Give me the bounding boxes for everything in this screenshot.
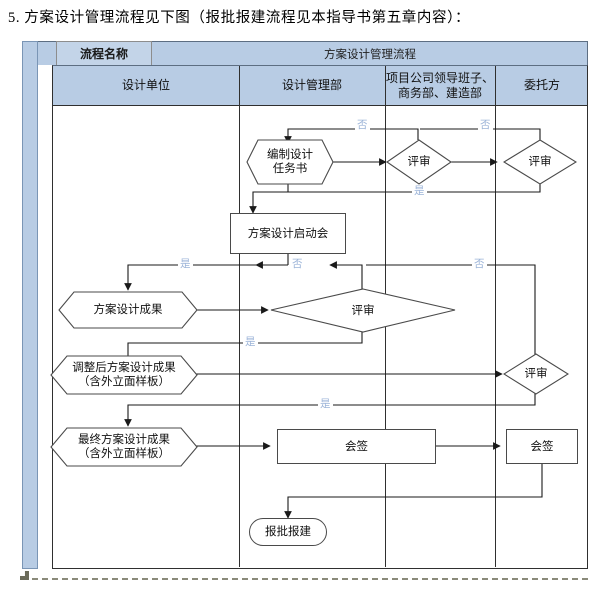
node-label: 最终方案设计成果 （含外立面样板） [78, 434, 170, 460]
edge-label-no-1: 否 [355, 119, 370, 131]
node-label: 方案设计成果 [93, 304, 163, 316]
node-approval-filing[interactable]: 报批报建 [249, 518, 327, 546]
diamond-shape [503, 139, 577, 185]
node-scheme-deliverable[interactable]: 方案设计成果 [58, 291, 198, 329]
node-label: 评审 [528, 156, 552, 168]
process-name-value: 方案设计管理流程 [324, 49, 416, 61]
node-label: 调整后方案设计成果 （含外立面样板） [72, 362, 176, 388]
edge-label-no-4: 否 [472, 258, 487, 270]
edge-label-yes-2: 是 [178, 258, 193, 270]
edge-label-yes-1: 是 [412, 185, 427, 197]
table-title-row: 流程名称 方案设计管理流程 [38, 41, 588, 66]
edge-label-yes-3: 是 [243, 336, 258, 348]
table-left-gutter [22, 41, 38, 569]
diamond-shape [386, 139, 452, 185]
node-label: 评审 [524, 368, 548, 380]
edge-label-no-3: 否 [290, 258, 305, 270]
lane-header-client: 委托方 [523, 78, 560, 92]
node-label: 评审 [351, 304, 375, 317]
hexagon-shape [50, 427, 198, 467]
node-label: 编制设计 任务书 [267, 149, 313, 175]
node-kickoff-meeting[interactable]: 方案设计启动会 [230, 213, 346, 254]
lane-header-project-leadership: 项目公司领导班子、 商务部、建造部 [385, 70, 494, 100]
edge-label-no-2: 否 [478, 119, 493, 131]
node-compile-design-brief[interactable]: 编制设计 任务书 [246, 139, 334, 185]
node-label: 评审 [407, 156, 431, 168]
node-review-client-1[interactable]: 评审 [503, 139, 577, 185]
intro-paragraph: 5. 方案设计管理流程见下图（报批报建流程见本指导书第五章内容）： [8, 10, 471, 26]
page-break-corner-marker [20, 571, 29, 580]
lane-divider-2 [385, 66, 386, 105]
node-final-scheme-deliverable[interactable]: 最终方案设计成果 （含外立面样板） [50, 427, 198, 467]
node-review-client-2[interactable]: 评审 [503, 353, 569, 395]
process-name-label: 流程名称 [56, 41, 152, 66]
node-review-design-mgmt[interactable]: 评审 [270, 288, 456, 333]
edge-label-yes-4: 是 [318, 398, 333, 410]
node-countersign-client[interactable]: 会签 [506, 429, 578, 464]
hexagon-shape [50, 355, 198, 395]
diamond-shape [270, 288, 456, 333]
lane-header-design-mgmt: 设计管理部 [281, 78, 342, 92]
node-review-leadership[interactable]: 评审 [386, 139, 452, 185]
lane-divider-1 [239, 66, 240, 105]
hexagon-shape [58, 291, 198, 329]
lane-header-design-unit: 设计单位 [121, 78, 170, 92]
lane-divider-3 [495, 66, 496, 105]
node-adjusted-scheme-deliverable[interactable]: 调整后方案设计成果 （含外立面样板） [50, 355, 198, 395]
diamond-shape [503, 353, 569, 395]
node-countersign-design-mgmt[interactable]: 会签 [277, 429, 436, 464]
lane-body-divider-1 [239, 106, 240, 567]
hexagon-shape [246, 139, 334, 185]
lane-body-divider-3 [495, 106, 496, 567]
page-break-dashed-line [22, 578, 588, 580]
lane-header-row: 设计单位 设计管理部 项目公司领导班子、 商务部、建造部 委托方 [52, 65, 588, 106]
